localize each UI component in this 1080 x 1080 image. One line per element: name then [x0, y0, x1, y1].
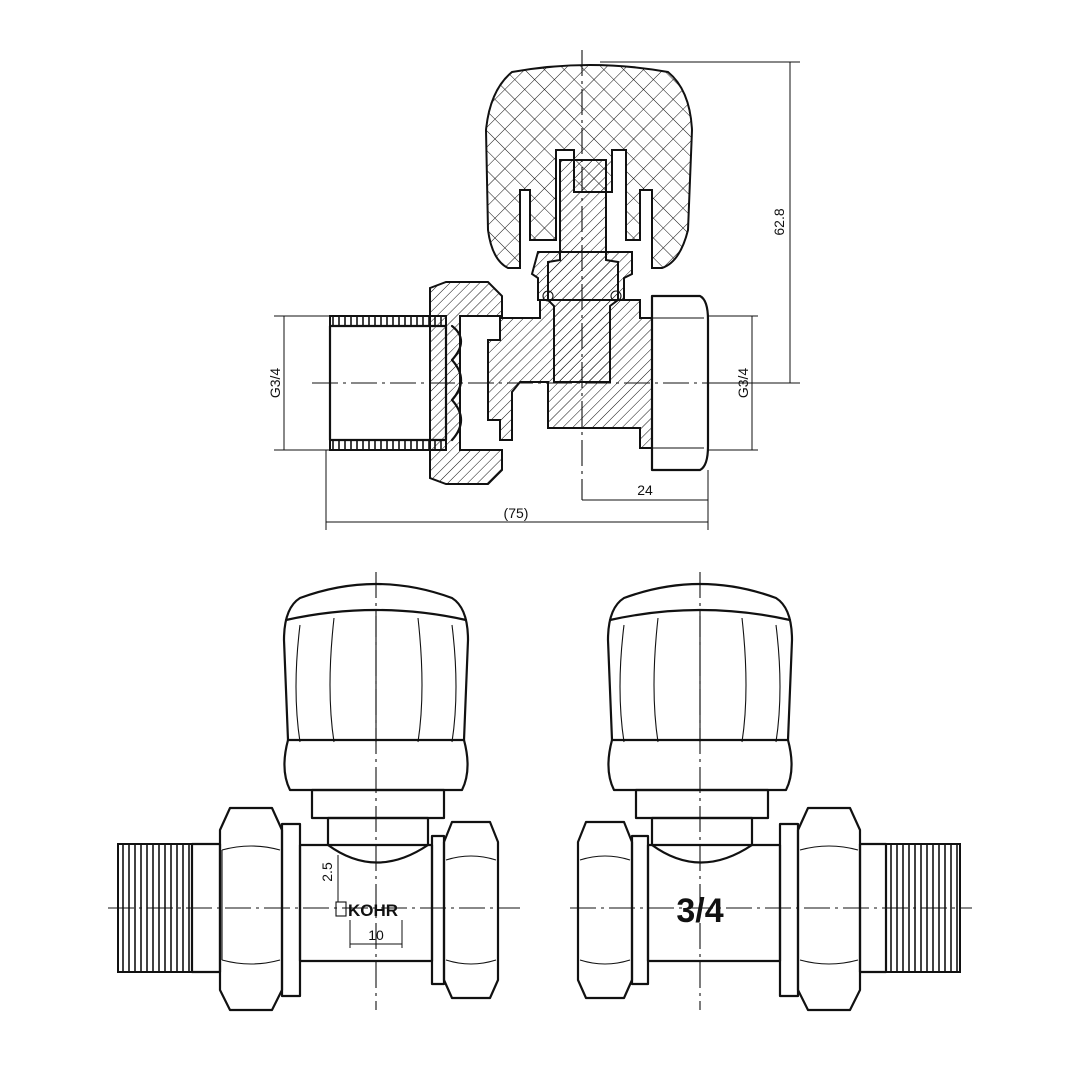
tailpiece-thread-bottom	[329, 439, 447, 451]
dim-vertical-label: 2.5	[319, 862, 335, 882]
handwheel-right	[606, 582, 794, 742]
section-view: 62.8 G3/4 G3/4 24 (75)	[267, 50, 800, 530]
dimension-offset: 24	[582, 470, 709, 530]
dim-offset-label: 24	[637, 482, 653, 498]
hex-nut-right	[796, 806, 862, 1012]
hex-nut-left	[218, 806, 284, 1012]
brand-mark-box	[335, 901, 347, 917]
neck-left	[310, 788, 446, 820]
valve-body-section	[487, 299, 653, 449]
front-view-left: KOHR 2.5 10	[108, 572, 520, 1012]
dimension-thread-right: G3/4	[708, 315, 758, 451]
female-connection-section	[650, 294, 710, 472]
hex-nut-left-of-right-view	[576, 820, 634, 1000]
tailpiece-section	[328, 324, 448, 442]
dimension-height: 62.8	[600, 61, 800, 384]
dim-thread-right-label: G3/4	[735, 368, 751, 399]
tailpiece-thread-top	[329, 315, 447, 327]
dim-thread-left-label: G3/4	[267, 368, 283, 399]
tailpiece-seal	[450, 324, 463, 442]
brand-text: KOHR	[348, 901, 398, 920]
dim-length-label: (75)	[504, 505, 529, 521]
body-left	[326, 816, 430, 864]
handwheel-left	[282, 582, 470, 742]
union-nut-section	[429, 281, 503, 485]
front-view-right: 3/4	[570, 572, 972, 1012]
dim-height-label: 62.8	[771, 208, 787, 235]
hex-nut-right-of-left-view	[442, 820, 500, 1000]
female-thread-inner	[650, 317, 704, 449]
dimension-thread-left: G3/4	[267, 315, 330, 451]
neck-right	[634, 788, 770, 820]
dimension-length: (75)	[325, 450, 708, 530]
body-right	[650, 816, 754, 864]
